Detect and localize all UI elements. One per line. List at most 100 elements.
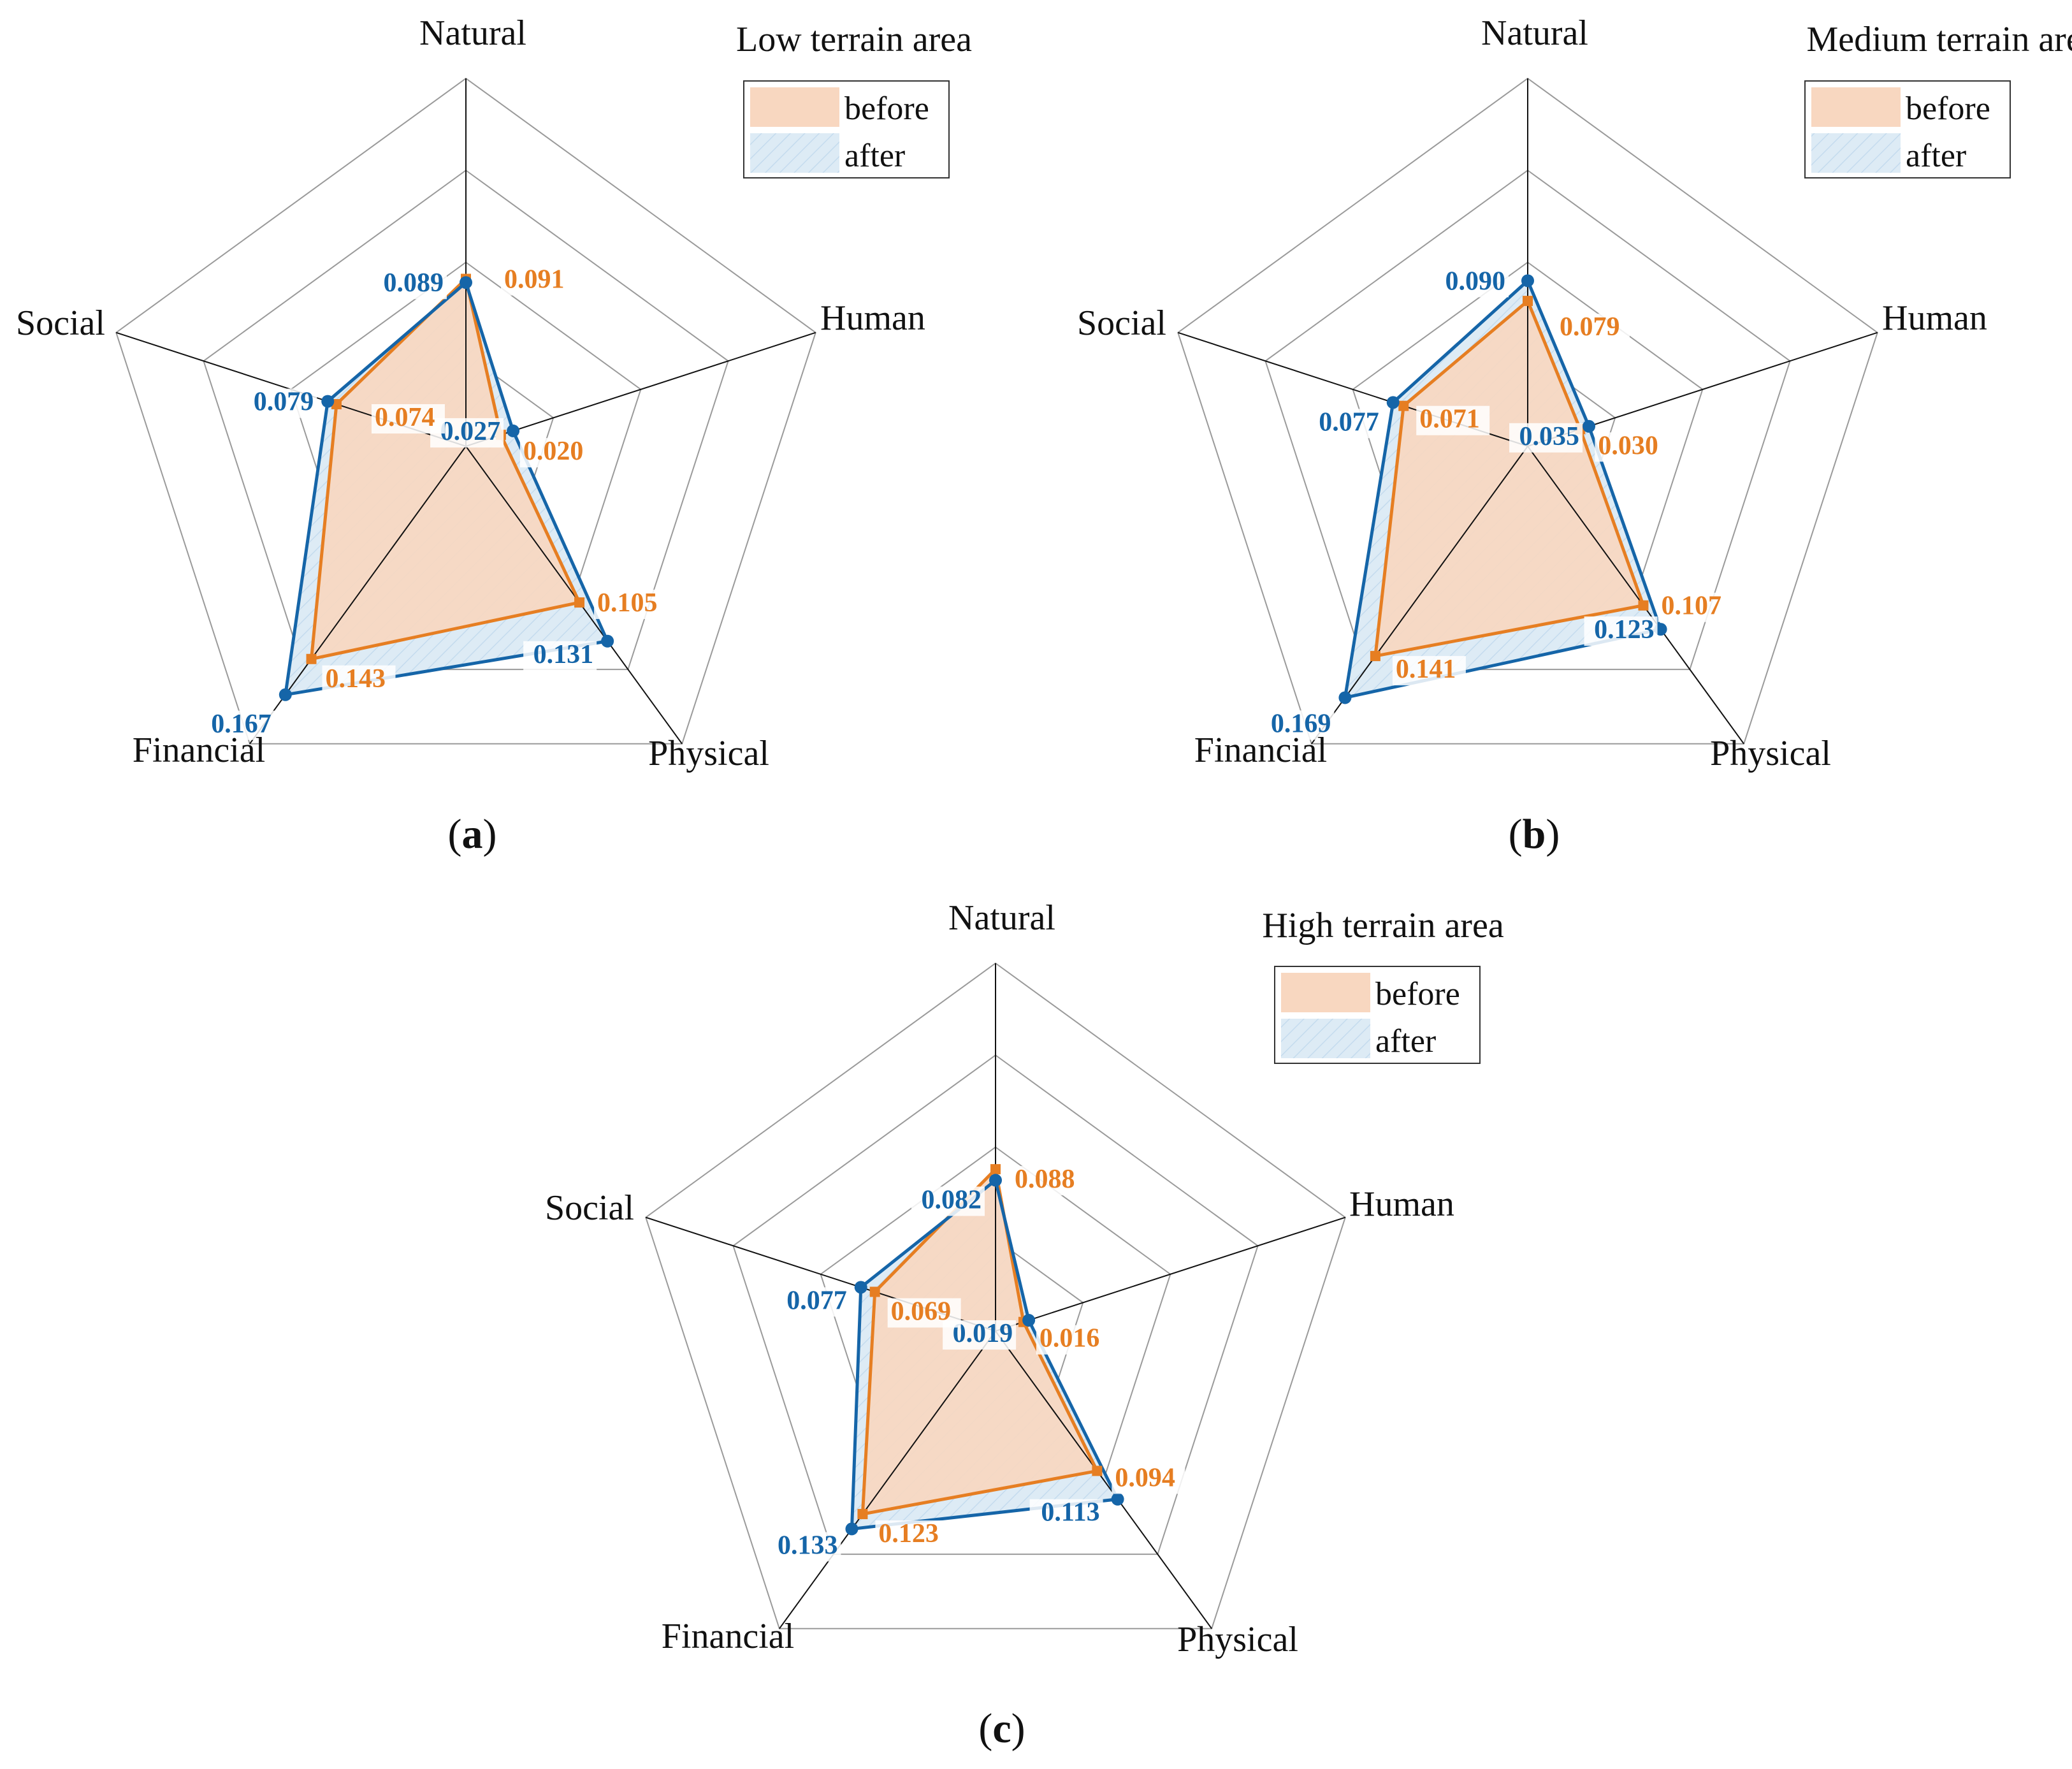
axis-label-social: Social	[545, 1188, 634, 1228]
after-human-value-label: 0.027	[440, 417, 501, 446]
panel-label: (c)	[978, 1705, 1025, 1752]
after-social-label-bg	[1308, 409, 1382, 439]
after-social-label-bg	[243, 388, 317, 418]
axis-label-human: Human	[1349, 1184, 1454, 1224]
after-physical-label-bg	[1584, 616, 1658, 646]
legend-label-after: after	[844, 138, 905, 174]
before-area	[311, 279, 580, 659]
axis-spoke-physical	[465, 446, 683, 745]
axis-spoke-financial	[779, 1330, 996, 1629]
before-natural-value-label: 0.079	[1560, 312, 1620, 342]
grid-ring-4	[645, 962, 1346, 1629]
before-marker-natural	[990, 1164, 1001, 1175]
before-marker-social	[1398, 400, 1409, 411]
before-natural-value-label: 0.088	[1015, 1165, 1075, 1194]
legend-label-before: before	[1906, 91, 1990, 127]
before-social-label-bg	[887, 1298, 961, 1328]
after-natural-label-bg	[911, 1186, 985, 1216]
chart-title: Low terrain area	[736, 20, 972, 59]
after-line	[1343, 278, 1663, 700]
grid-ring-3	[203, 170, 729, 671]
axis-label-social: Social	[1077, 303, 1166, 343]
before-marker-physical	[1092, 1466, 1103, 1476]
axis-spoke-human	[465, 331, 816, 447]
after-natural-value-label: 0.090	[1445, 266, 1506, 296]
before-physical-value-label: 0.105	[597, 588, 658, 618]
after-marker-financial	[279, 688, 292, 701]
axis-label-financial: Financial	[1194, 731, 1327, 770]
axis-label-social: Social	[16, 303, 105, 343]
grid-ring-3	[1264, 170, 1791, 671]
axis-label-physical: Physical	[1177, 1620, 1298, 1659]
legend-swatch-before	[1811, 87, 1901, 127]
before-social-value-label: 0.071	[1419, 405, 1480, 434]
before-natural-label-bg	[1556, 314, 1630, 344]
legend-label-after: after	[1375, 1023, 1436, 1059]
before-physical-label-bg	[1658, 592, 1732, 622]
before-human-label-bg	[1595, 432, 1669, 462]
after-natural-value-label: 0.082	[922, 1185, 982, 1214]
axis-label-human: Human	[820, 298, 925, 338]
legend-label-before: before	[844, 91, 929, 127]
before-human-value-label: 0.020	[523, 437, 584, 466]
before-social-label-bg	[1416, 405, 1490, 435]
before-social-label-bg	[371, 404, 445, 434]
before-financial-value-label: 0.123	[878, 1519, 939, 1548]
after-marker-social	[1386, 396, 1400, 409]
axis-label-physical: Physical	[648, 734, 769, 773]
before-marker-financial	[1370, 651, 1380, 662]
legend-swatch-before	[750, 87, 839, 127]
chart-title: High terrain area	[1262, 906, 1503, 945]
grid-ring-4	[115, 77, 816, 745]
grid-ring-3	[732, 1054, 1259, 1555]
before-marker-physical	[574, 597, 585, 608]
after-marker-physical	[601, 634, 614, 648]
before-marker-physical	[1638, 600, 1649, 611]
after-social-label-bg	[776, 1287, 850, 1317]
after-financial-value-label: 0.169	[1271, 709, 1331, 738]
before-financial-label-bg	[322, 665, 396, 695]
grid-ring-4	[1177, 77, 1878, 745]
before-line	[309, 275, 582, 661]
axis-label-natural: Natural	[1481, 13, 1588, 53]
panel-label: (b)	[1509, 811, 1560, 857]
before-physical-label-bg	[1112, 1464, 1185, 1494]
before-natural-label-bg	[501, 266, 574, 296]
before-financial-label-bg	[1392, 656, 1466, 686]
axis-label-physical: Physical	[1710, 734, 1831, 773]
before-human-label-bg	[1036, 1325, 1110, 1355]
radar-panel-2: 0.0790.0900.0300.0350.1070.1230.1410.169…	[1077, 13, 2072, 857]
before-financial-label-bg	[875, 1520, 949, 1550]
after-physical-value-label: 0.131	[533, 640, 594, 669]
after-marker-natural	[1521, 274, 1534, 288]
after-financial-label-bg	[1261, 710, 1335, 740]
axis-spoke-physical	[1527, 446, 1744, 745]
after-marker-human	[1022, 1314, 1036, 1327]
after-natural-label-bg	[373, 270, 447, 300]
before-marker-social	[869, 1286, 880, 1297]
before-marker-financial	[306, 653, 317, 664]
after-marker-human	[507, 424, 520, 437]
legend-label-after: after	[1906, 138, 1966, 174]
before-human-value-label: 0.016	[1040, 1324, 1100, 1353]
before-natural-value-label: 0.091	[504, 265, 565, 294]
chart-title: Medium terrain area	[1806, 20, 2072, 59]
after-financial-label-bg	[767, 1532, 841, 1562]
before-line	[860, 1165, 1100, 1517]
after-physical-label-bg	[1029, 1499, 1103, 1529]
legend-swatch-after	[750, 133, 839, 173]
before-financial-value-label: 0.143	[326, 664, 386, 694]
axis-label-financial: Financial	[662, 1617, 794, 1656]
legend: before after	[743, 80, 950, 178]
axis-label-human: Human	[1882, 298, 1987, 338]
after-human-value-label: 0.035	[1519, 422, 1580, 451]
before-social-value-label: 0.074	[375, 403, 435, 432]
legend-swatch-after	[1811, 133, 1901, 173]
after-line	[850, 1177, 1120, 1531]
after-physical-value-label: 0.123	[1594, 615, 1655, 644]
after-physical-value-label: 0.113	[1041, 1498, 1099, 1527]
panel-label: (a)	[448, 811, 497, 857]
after-social-value-label: 0.077	[1319, 407, 1379, 437]
before-physical-label-bg	[594, 590, 668, 620]
legend-swatch-before	[1281, 973, 1370, 1012]
